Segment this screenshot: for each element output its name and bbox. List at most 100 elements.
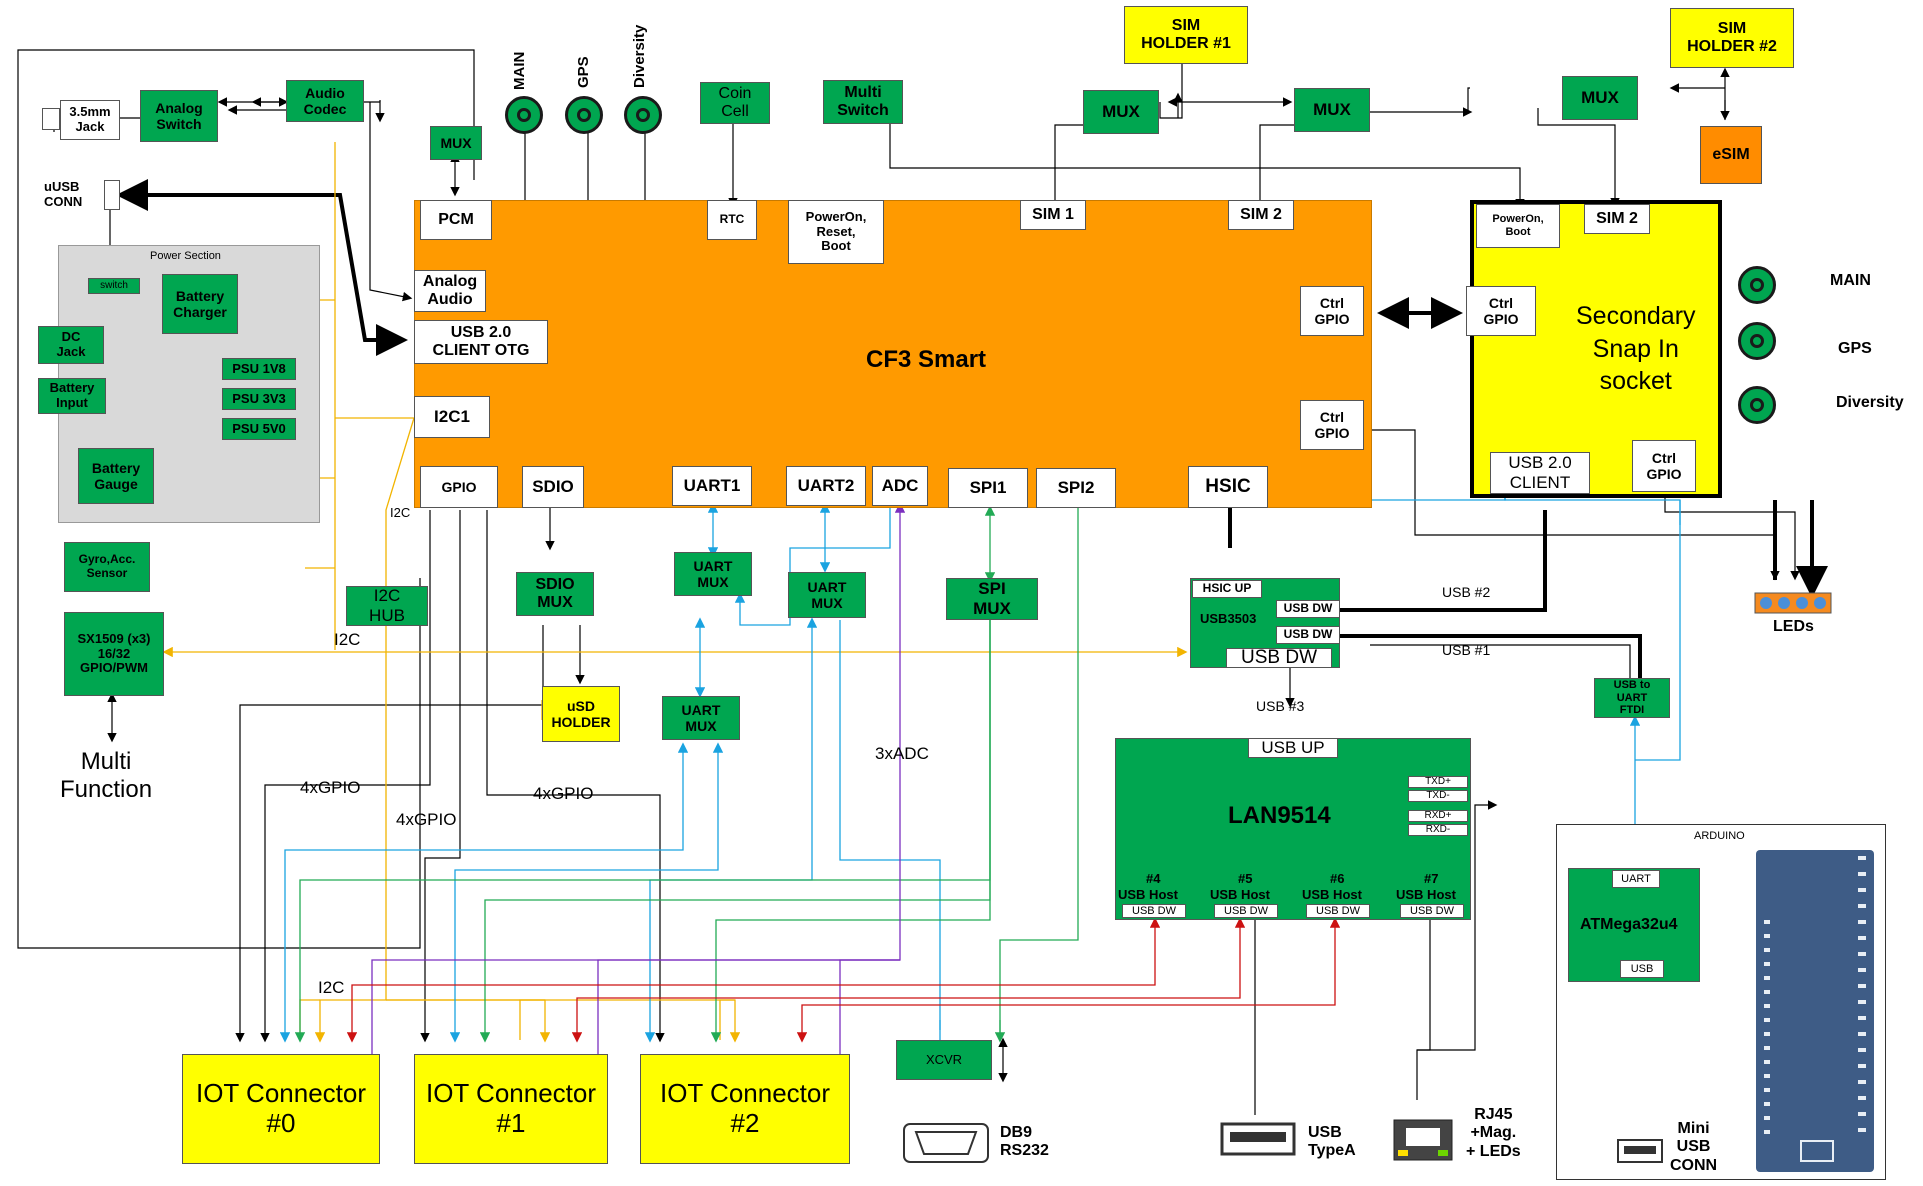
hub-dw-2: USB DW [1276, 626, 1340, 644]
lan-port-6-label: USB Host [1302, 887, 1362, 902]
pin-hsic: HSIC [1188, 466, 1268, 508]
right-antenna-main-label: MAIN [1830, 272, 1871, 289]
pin-usb-otg: USB 2.0 CLIENT OTG [414, 320, 548, 364]
pin-sim2: SIM 2 [1228, 200, 1294, 230]
jack-plug-icon [42, 108, 60, 130]
lan-port-5-num: #5 [1238, 871, 1253, 886]
right-antenna-gps-label: GPS [1838, 340, 1872, 357]
uusb-connector-icon [104, 180, 120, 210]
esim: eSIM [1700, 126, 1762, 184]
secondary-sim2: SIM 2 [1584, 204, 1650, 234]
secondary-poweron: PowerOn, Boot [1476, 204, 1560, 248]
arduino-title: ARDUINO [1694, 830, 1745, 842]
wire-label-usb2: USB #2 [1442, 584, 1491, 600]
coin-cell: Coin Cell [700, 82, 770, 124]
antenna-diversity-label: Diversity [631, 24, 648, 88]
wire-label-i2c-a: I2C [390, 505, 411, 520]
pin-i2c1: I2C1 [414, 396, 490, 438]
arduino-left-pins [1764, 920, 1770, 1140]
lan-rxd-plus: RXD+ [1408, 810, 1468, 822]
usd-holder: uSD HOLDER [542, 686, 620, 742]
lan-port-5-dw: USB DW [1214, 904, 1278, 918]
lan-port-4-label: USB Host [1118, 887, 1178, 902]
lan-port-7-label: USB Host [1396, 887, 1456, 902]
lan-name: LAN9514 [1228, 802, 1331, 829]
hub-name: USB3503 [1200, 611, 1257, 626]
sim-holder-1: SIM HOLDER #1 [1124, 6, 1248, 64]
lan-port-6-dw: USB DW [1306, 904, 1370, 918]
arduino-board-image [1756, 850, 1874, 1172]
multi-switch: Multi Switch [823, 80, 903, 124]
xcvr: XCVR [896, 1040, 992, 1080]
pin-spi2: SPI2 [1036, 468, 1116, 508]
multi-function-label: Multi Function [60, 748, 153, 803]
arduino-uart: UART [1612, 870, 1660, 888]
antenna-gps-label: GPS [575, 56, 592, 88]
wire-label-gpio-b: 4xGPIO [396, 810, 457, 829]
hub-dw-3: USB DW [1226, 647, 1332, 668]
gyro-sensor: Gyro,Acc. Sensor [64, 542, 150, 592]
atmega-label: ATMega32u4 [1580, 916, 1678, 933]
lan-port-4-num: #4 [1146, 871, 1161, 886]
uusb-conn-label: uUSB CONN [44, 179, 83, 209]
pin-rtc: RTC [707, 200, 757, 240]
lan-port-7-num: #7 [1424, 871, 1439, 886]
wire-label-usb3: USB #3 [1256, 698, 1305, 714]
power-section-title: Power Section [150, 250, 221, 262]
antenna-diversity-icon [624, 96, 662, 134]
uart-mux-2: UART MUX [788, 572, 866, 618]
mini-usb-connector-icon [1617, 1139, 1663, 1163]
i2c-hub: I2C HUB [346, 586, 428, 626]
wire-label-adc: 3xADC [875, 744, 929, 763]
hub-dw-1: USB DW [1276, 600, 1340, 618]
usb-typea-icon [1220, 1122, 1296, 1156]
lan-txd-minus: TXD- [1408, 790, 1468, 802]
pin-ctrl-gpio-1: Ctrl GPIO [1300, 286, 1364, 336]
analog-switch: Analog Switch [140, 90, 218, 142]
battery-charger: Battery Charger [162, 274, 238, 334]
lan-port-4-dw: USB DW [1122, 904, 1186, 918]
wire-label-i2c-b: I2C [334, 630, 361, 649]
pin-uart2: UART2 [786, 466, 866, 506]
mux-pcm: MUX [430, 126, 482, 160]
wire-label-gpio-a: 4xGPIO [300, 778, 361, 797]
right-antenna-diversity-label: Diversity [1836, 394, 1904, 411]
leds-strip [1754, 592, 1832, 614]
secondary-ctrl-gpio-bottom: Ctrl GPIO [1632, 440, 1696, 492]
arduino-icsp-header [1800, 1140, 1834, 1162]
iot-connector-1: IOT Connector #1 [414, 1054, 608, 1164]
psu-3v3: PSU 3V3 [222, 388, 296, 410]
pin-sdio: SDIO [522, 466, 584, 508]
lan-usb-up: USB UP [1248, 738, 1338, 758]
leds-label: LEDs [1773, 618, 1814, 635]
pin-spi1: SPI1 [948, 468, 1028, 508]
pin-sim1: SIM 1 [1020, 200, 1086, 230]
dc-jack: DC Jack [38, 326, 104, 364]
lan-rxd-minus: RXD- [1408, 824, 1468, 836]
cf3-smart-module [414, 200, 1372, 508]
db9-label: DB9 RS232 [1000, 1124, 1049, 1160]
pin-poweron: PowerOn, Reset, Boot [788, 200, 884, 264]
wire-label-gpio-c: 4xGPIO [533, 784, 594, 803]
sim-holder-2: SIM HOLDER #2 [1670, 8, 1794, 68]
sdio-mux: SDIO MUX [516, 572, 594, 616]
secondary-usb-client: USB 2.0 CLIENT [1490, 452, 1590, 494]
gpio-expander: SX1509 (x3) 16/32 GPIO/PWM [64, 612, 164, 696]
lan-port-6-num: #6 [1330, 871, 1345, 886]
mux-sim-c: MUX [1562, 76, 1638, 120]
audio-codec: Audio Codec [286, 80, 364, 122]
lan-port-7-dw: USB DW [1400, 904, 1464, 918]
right-antenna-gps-icon [1738, 322, 1776, 360]
pin-uart1: UART1 [672, 466, 752, 506]
psu-1v8: PSU 1V8 [222, 358, 296, 380]
right-antenna-diversity-icon [1738, 386, 1776, 424]
usb-to-uart-ftdi: USB to UART FTDI [1594, 678, 1670, 718]
secondary-ctrl-gpio-left: Ctrl GPIO [1466, 286, 1536, 336]
arduino-usb: USB [1620, 960, 1664, 978]
battery-input: Battery Input [38, 378, 106, 414]
wire-label-usb1: USB #1 [1442, 642, 1491, 658]
mini-usb-label: Mini USB CONN [1670, 1120, 1718, 1174]
hub-hsic-up: HSIC UP [1192, 580, 1262, 598]
